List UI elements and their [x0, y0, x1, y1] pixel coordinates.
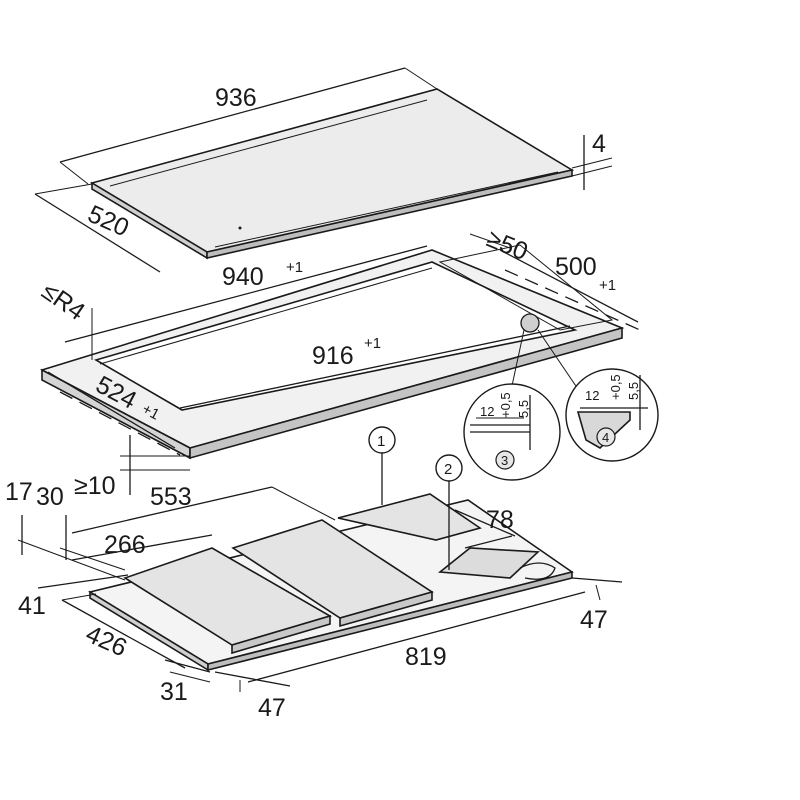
label-47-right: 47: [580, 606, 608, 634]
callout-2: 2: [444, 461, 452, 478]
dimension-553: 553: [71, 483, 336, 534]
detail-left-tolerance: +0,5: [498, 392, 513, 418]
label-940: 940: [222, 263, 264, 291]
worktop-cutout: [39, 244, 625, 460]
label-30: 30: [36, 483, 64, 511]
label-936: 936: [215, 84, 257, 112]
label-41: 41: [18, 592, 46, 620]
label-553: 553: [150, 483, 192, 511]
detail-right: 12 +0,5 5,5 4: [537, 329, 659, 462]
dimension-500: 500 +1: [499, 249, 641, 331]
label-47-bottom: 47: [258, 694, 286, 722]
dimension-10: ≥10: [74, 435, 190, 500]
dimension-940: 940 +1: [64, 245, 428, 343]
callout-2-marker: 2: [435, 454, 463, 570]
cooktop-glass: [89, 88, 575, 260]
label-916-tolerance: +1: [364, 335, 381, 352]
dimension-50: ≥50: [469, 225, 532, 267]
label-500-tolerance: +1: [599, 277, 616, 294]
label-266: 266: [104, 531, 146, 559]
hob-underside: [87, 493, 574, 672]
dimension-936: 936: [59, 67, 438, 185]
label-524-tolerance: +1: [139, 401, 162, 424]
callout-3: 3: [501, 453, 508, 468]
dimension-41: 41: [18, 574, 129, 620]
dimension-r4: ≤R4: [37, 277, 93, 360]
label-31: 31: [160, 678, 188, 706]
label-78: 78: [486, 506, 514, 534]
label-500: 500: [555, 253, 597, 281]
label-916: 916: [312, 342, 354, 370]
detail-right-55: 5,5: [626, 382, 641, 400]
dimension-17-30: 17 30: [5, 478, 126, 581]
dimension-31: 31: [160, 659, 211, 706]
dimension-266: 266: [71, 531, 213, 561]
label-940-tolerance: +1: [286, 259, 303, 276]
dimension-819: 819: [247, 591, 586, 683]
label-17: 17: [5, 478, 33, 506]
dimension-916: 916 +1: [179, 325, 571, 409]
detail-left-55: 5,5: [516, 400, 531, 418]
callout-1: 1: [377, 433, 385, 450]
detail-right-12: 12: [585, 388, 599, 403]
callout-4: 4: [602, 430, 609, 445]
callout-1-marker: 1: [368, 426, 396, 505]
dimension-47-bottom: 47: [214, 671, 291, 722]
label-4: 4: [592, 130, 606, 158]
dimension-78: 78: [454, 506, 516, 549]
label-426: 426: [82, 620, 132, 663]
detail-left: 12 +0,5 5,5 3: [463, 329, 561, 481]
label-50: ≥50: [483, 225, 532, 267]
label-10: ≥10: [74, 472, 116, 500]
label-819: 819: [405, 643, 447, 671]
dimension-4: 4: [571, 130, 613, 190]
label-r4: ≤R4: [37, 277, 91, 326]
dimension-47-right: 47: [571, 577, 623, 634]
detail-left-12: 12: [480, 404, 494, 419]
detail-right-tolerance: +0,5: [608, 374, 623, 400]
